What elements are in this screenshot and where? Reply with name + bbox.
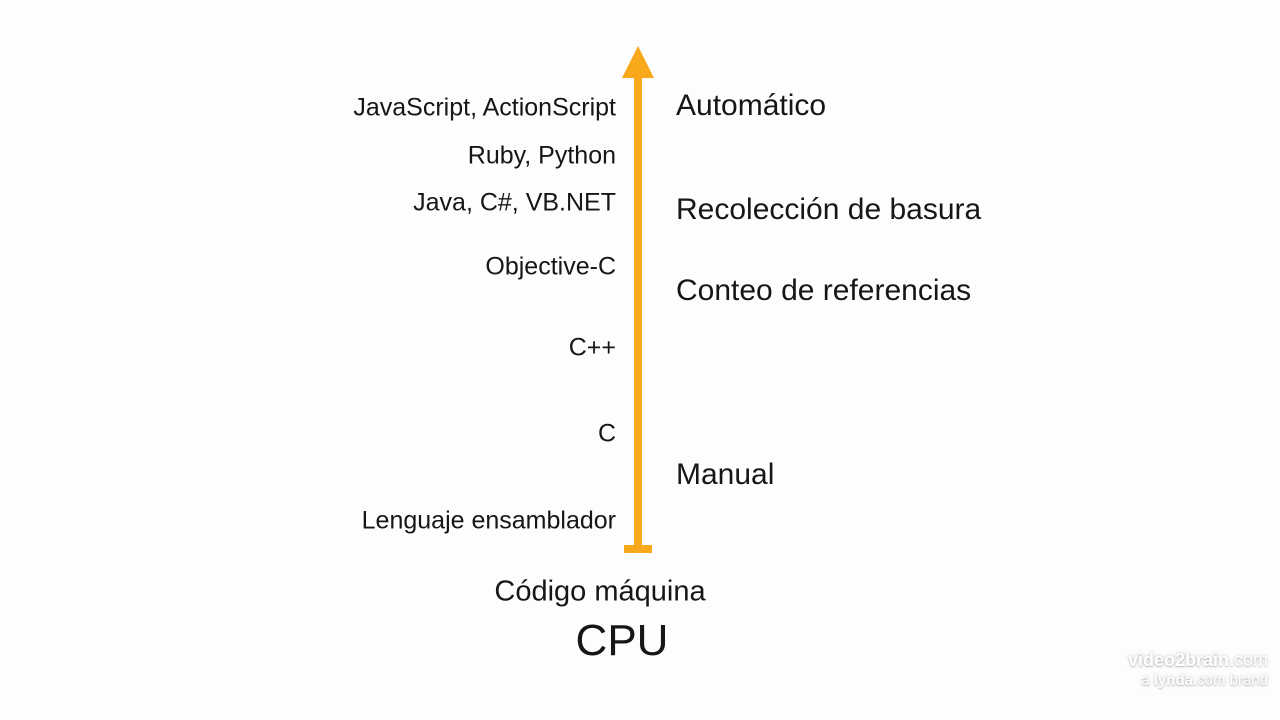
memory-label-reference-counting: Conteo de referencias xyxy=(676,274,972,307)
language-label-cpp: C++ xyxy=(568,333,616,362)
memory-label-automatic: Automático xyxy=(676,89,827,122)
language-label-objective-c: Objective-C xyxy=(485,252,616,281)
video2brain-watermark: video2brain.com a lynda.com brand xyxy=(1128,650,1268,690)
language-label-assembly: Lenguaje ensamblador xyxy=(361,506,616,535)
axis-arrow-base xyxy=(624,545,652,553)
arrow-up-icon xyxy=(622,46,654,78)
cpu-label: CPU xyxy=(575,616,669,665)
language-label-c: C xyxy=(597,419,616,448)
machine-code-label: Código máquina xyxy=(494,575,706,608)
language-label-ruby-python: Ruby, Python xyxy=(467,141,616,170)
watermark-line1: video2brain.com xyxy=(1127,650,1268,671)
language-label-java-csharp-vbnet: Java, C#, VB.NET xyxy=(413,188,616,217)
memory-label-manual: Manual xyxy=(676,458,775,491)
memory-label-garbage-collection: Recolección de basura xyxy=(676,193,982,226)
axis-arrow-line xyxy=(634,74,642,546)
watermark-line2: a lynda.com brand xyxy=(1141,672,1268,689)
language-label-javascript-actionscript: JavaScript, ActionScript xyxy=(353,93,616,122)
